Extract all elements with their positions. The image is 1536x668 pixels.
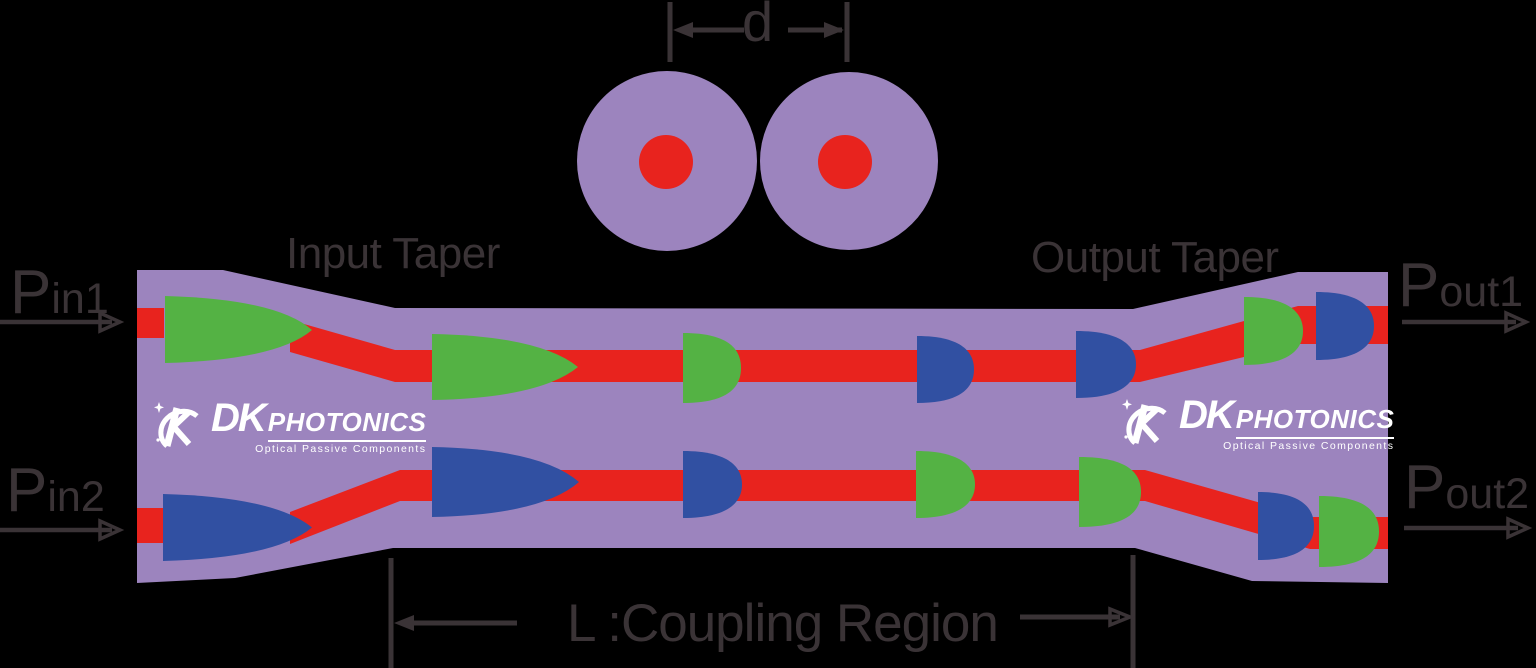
dk-photonics-swoosh-k-icon [1122,398,1167,445]
mode-cone [432,447,579,517]
port-symbol: P [10,258,52,327]
mode-cone [683,333,741,403]
port-subscript: in2 [47,473,105,521]
logo-text: DK PHOTONICS Optical Passive Components [1179,393,1395,452]
core-distance-label: d [742,0,774,53]
mode-cone [163,494,312,561]
fiber-core-right [818,135,872,189]
mode-cone [916,451,975,518]
d-arrowhead-right [824,22,844,38]
mode-cone [432,334,578,400]
mode-cone [917,336,974,403]
port-subscript: out2 [1445,470,1530,518]
pin2-arrowhead [98,518,125,542]
port-label-pin2: Pin2 [6,460,105,522]
port-arrows [0,310,1533,542]
output-taper-label: Output Taper [1031,233,1279,282]
mode-cone [165,296,312,363]
core-distance-dimension [667,2,850,62]
port-symbol: P [1404,453,1446,522]
logo-dk-text: DK [1179,393,1235,437]
mode-cones-top [165,292,1374,403]
mode-cone [683,451,742,518]
logo-tagline: Optical Passive Components [255,443,427,455]
port-symbol: P [1398,251,1440,320]
coupling-region-label: L :Coupling Region [567,594,999,653]
pin1-arrowhead [98,310,125,334]
mode-cones-bottom [163,447,1379,567]
logo-text: DK PHOTONICS Optical Passive Components [211,396,427,455]
logo-photonics-text: PHOTONICS [1235,404,1395,439]
input-taper-label: Input Taper [286,229,500,278]
mode-cone [1316,292,1374,360]
port-subscript: in1 [51,275,109,323]
dk-photonics-swoosh-k-icon [154,401,199,448]
L-arrowhead-left [394,615,414,631]
waveguide-bottom-input-stub [137,508,164,543]
mode-cone [1319,496,1379,567]
logo-tagline: Optical Passive Components [1223,440,1395,452]
d-arrowhead-left [673,22,693,38]
mode-cone [1076,331,1136,398]
port-label-pout2: Pout2 [1404,457,1529,519]
mode-cone [1244,297,1303,365]
pout1-arrowhead [1504,310,1531,334]
mode-cone [1258,492,1314,560]
waveguide-top-input-stub [137,308,164,338]
port-label-pin1: Pin1 [10,262,109,324]
mode-cone [1079,457,1141,527]
port-label-pout1: Pout1 [1398,255,1523,317]
logo-dk-text: DK [211,396,267,440]
coupling-region-dimension [388,555,1136,668]
dk-photonics-logo-right: DK PHOTONICS Optical Passive Components [1121,393,1395,452]
port-subscript: out1 [1439,268,1524,316]
logo-photonics-text: PHOTONICS [267,407,427,442]
pout2-arrowhead [1506,516,1533,540]
fiber-core-left [639,135,693,189]
dk-photonics-logo-left: DK PHOTONICS Optical Passive Components [153,396,427,455]
port-symbol: P [6,456,48,525]
L-arrowhead-right [1108,606,1135,628]
fiber-cross-section [577,71,938,251]
